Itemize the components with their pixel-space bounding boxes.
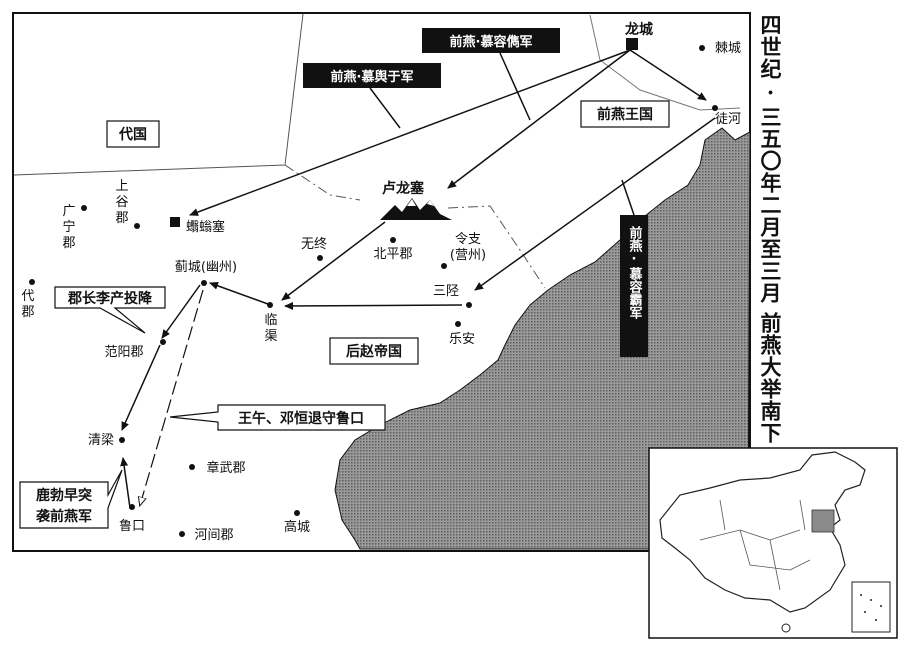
label-guangning-1: 广: [62, 204, 75, 219]
border-lulong: [284, 164, 361, 201]
side-title-line2: 前燕大举南下: [758, 312, 783, 444]
dot-daijun: [29, 279, 35, 285]
label-sanxing: 三陉: [433, 284, 459, 299]
region-box-dai: [106, 120, 160, 148]
dot-qingliang: [119, 437, 125, 443]
label-tuhe: 徒河: [715, 112, 741, 127]
callout-lubo-text-1: 鹿勃早突: [35, 487, 92, 504]
dot-fanyang: [160, 339, 166, 345]
dot-lukou: [129, 504, 135, 510]
label-jicheng-yz: 蓟城(幽州): [175, 260, 237, 275]
inset-south-sea-islands: [860, 594, 882, 621]
side-title-2: 前燕大举南下: [755, 312, 783, 444]
army-murong-jun: 前燕·慕容儁军: [450, 34, 533, 50]
army-tag-murong-jun: 前燕·慕容儁军: [422, 28, 560, 121]
label-daijun-1: 代: [21, 289, 34, 304]
longcheng-capital-icon: [626, 38, 638, 50]
army-muyu-gan: 前燕·慕舆于军: [331, 69, 414, 85]
label-fanyang: 范阳郡: [104, 345, 143, 360]
label-shanggu-2: 谷: [115, 195, 128, 210]
dot-guangning: [81, 205, 87, 211]
region-box-qianyan: [580, 100, 670, 128]
dot-jicheng-yz: [201, 280, 207, 286]
inset-hainan: [781, 623, 791, 633]
callout-wangwu-text: 王午、邓恒退守鲁口: [238, 410, 364, 427]
army-tag-murong-ba: 前燕·慕容霸军: [620, 179, 648, 357]
route-lulong-linqu: [281, 221, 386, 301]
region-dai: 代国: [118, 126, 147, 143]
dot-gaocheng: [294, 510, 300, 516]
label-hejian: 河间郡: [194, 528, 233, 543]
label-shanggu-1: 上: [115, 179, 128, 194]
inset-province-lines: [699, 499, 811, 591]
label-linqu-2: 渠: [264, 329, 277, 344]
label-lean: 乐安: [449, 332, 475, 347]
callout-lichan: 郡长李产投降: [54, 286, 166, 334]
label-qingliang: 清梁: [88, 433, 114, 448]
army-murong-ba: 前燕·慕容霸军: [627, 225, 644, 320]
dot-jicheng-liao: [699, 45, 705, 51]
route-sanxing-linqu: [284, 301, 463, 310]
callout-lubo: 鹿勃早突 袭前燕军: [19, 469, 123, 529]
lulong-mountain-icon: [380, 198, 452, 220]
label-wenyu: 蠮螉塞: [186, 219, 225, 235]
label-lingzhi-2: (营州): [450, 248, 486, 263]
dot-sanxing: [466, 302, 472, 308]
mountain-snow-icon: [407, 199, 434, 206]
route-fanyang-qingliang: [121, 344, 161, 431]
dot-wuzhong: [317, 255, 323, 261]
dot-shanggu: [134, 223, 140, 229]
dot-tuhe: [712, 105, 718, 111]
label-shanggu-3: 郡: [115, 211, 128, 226]
inset-highlight: [811, 509, 835, 533]
side-title: 四世纪·三五〇年二月至三月: [755, 14, 783, 304]
route-jicheng-fanyang: [161, 284, 201, 339]
inset-south-sea-box: [851, 581, 891, 633]
dot-hejian: [179, 531, 185, 537]
inset-map: [648, 447, 898, 639]
route-longcheng-tuhe: [629, 49, 707, 101]
label-jicheng-liao: 棘城: [715, 41, 741, 56]
border-east: [447, 205, 546, 289]
route-longcheng-wenyu: [189, 49, 631, 216]
label-gaocheng: 高城: [284, 519, 310, 535]
label-longcheng: 龙城: [624, 21, 653, 38]
label-guangning-3: 郡: [62, 236, 75, 251]
army-tag-muyu-gan: 前燕·慕舆于军: [303, 63, 441, 129]
wenyu-fort-icon: [170, 217, 180, 227]
region-houzhao: 后赵帝国: [346, 343, 402, 360]
dot-lingzhi: [441, 263, 447, 269]
place-dots: [29, 38, 718, 537]
dot-beiping: [390, 237, 396, 243]
label-wuzhong: 无终: [301, 236, 327, 252]
callout-lichan-text: 郡长李产投降: [67, 290, 153, 307]
region-box-houzhao: [329, 337, 419, 365]
callout-lubo-text-2: 袭前燕军: [35, 508, 92, 525]
label-linqu-1: 临: [264, 313, 277, 328]
region-qianyan: 前燕王国: [597, 106, 653, 123]
label-lukou: 鲁口: [119, 519, 145, 534]
route-longcheng-lulong: [447, 49, 631, 189]
inset-china-outline: [659, 451, 866, 613]
dot-zhangwu: [189, 464, 195, 470]
side-title-line1: 四世纪·三五〇年二月至三月: [758, 14, 783, 304]
dot-linqu: [267, 302, 273, 308]
route-lukou-qingliang: [120, 457, 131, 509]
label-daijun-2: 郡: [21, 305, 34, 320]
label-zhangwu: 章武郡: [206, 460, 245, 476]
route-tuhe-sanxing: [474, 117, 716, 291]
label-lingzhi-1: 令支: [455, 232, 481, 247]
label-lulongsai: 卢龙塞: [382, 180, 425, 197]
dot-lean: [455, 321, 461, 327]
label-beiping: 北平郡: [373, 247, 412, 262]
routes: [120, 49, 716, 509]
route-linqu-jicheng: [209, 281, 269, 305]
label-guangning-2: 宁: [62, 219, 75, 235]
callout-wangwu: 王午、邓恒退守鲁口: [169, 404, 386, 431]
